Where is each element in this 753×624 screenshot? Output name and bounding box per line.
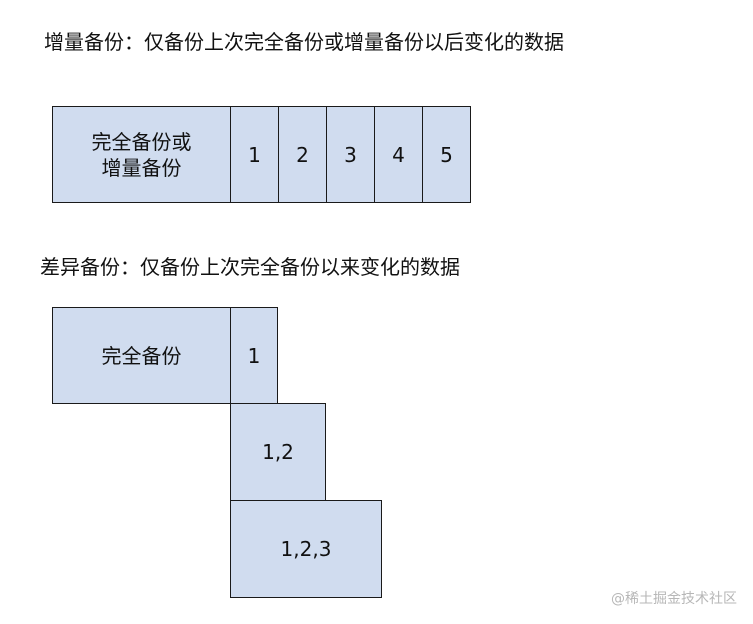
incremental-cell-4: 4 [374,106,423,203]
differential-base-box: 完全备份 [52,307,231,404]
incremental-base-label-line2: 增量备份 [101,155,182,180]
incremental-cell-3: 3 [326,106,375,203]
differential-backup-heading: 差异备份：仅备份上次完全备份以来变化的数据 [40,255,460,279]
differential-step-1: 1 [230,307,278,404]
watermark: @稀土掘金技术社区 [611,591,737,607]
differential-step-3: 1,2,3 [230,500,382,598]
incremental-cell-1: 1 [230,106,279,203]
incremental-cell-2: 2 [278,106,327,203]
incremental-base-box: 完全备份或 增量备份 [52,106,231,203]
incremental-cell-5: 5 [422,106,471,203]
incremental-backup-heading: 增量备份：仅备份上次完全备份或增量备份以后变化的数据 [44,30,564,54]
differential-step-2: 1,2 [230,403,326,501]
incremental-base-label-line1: 完全备份或 [91,129,192,154]
